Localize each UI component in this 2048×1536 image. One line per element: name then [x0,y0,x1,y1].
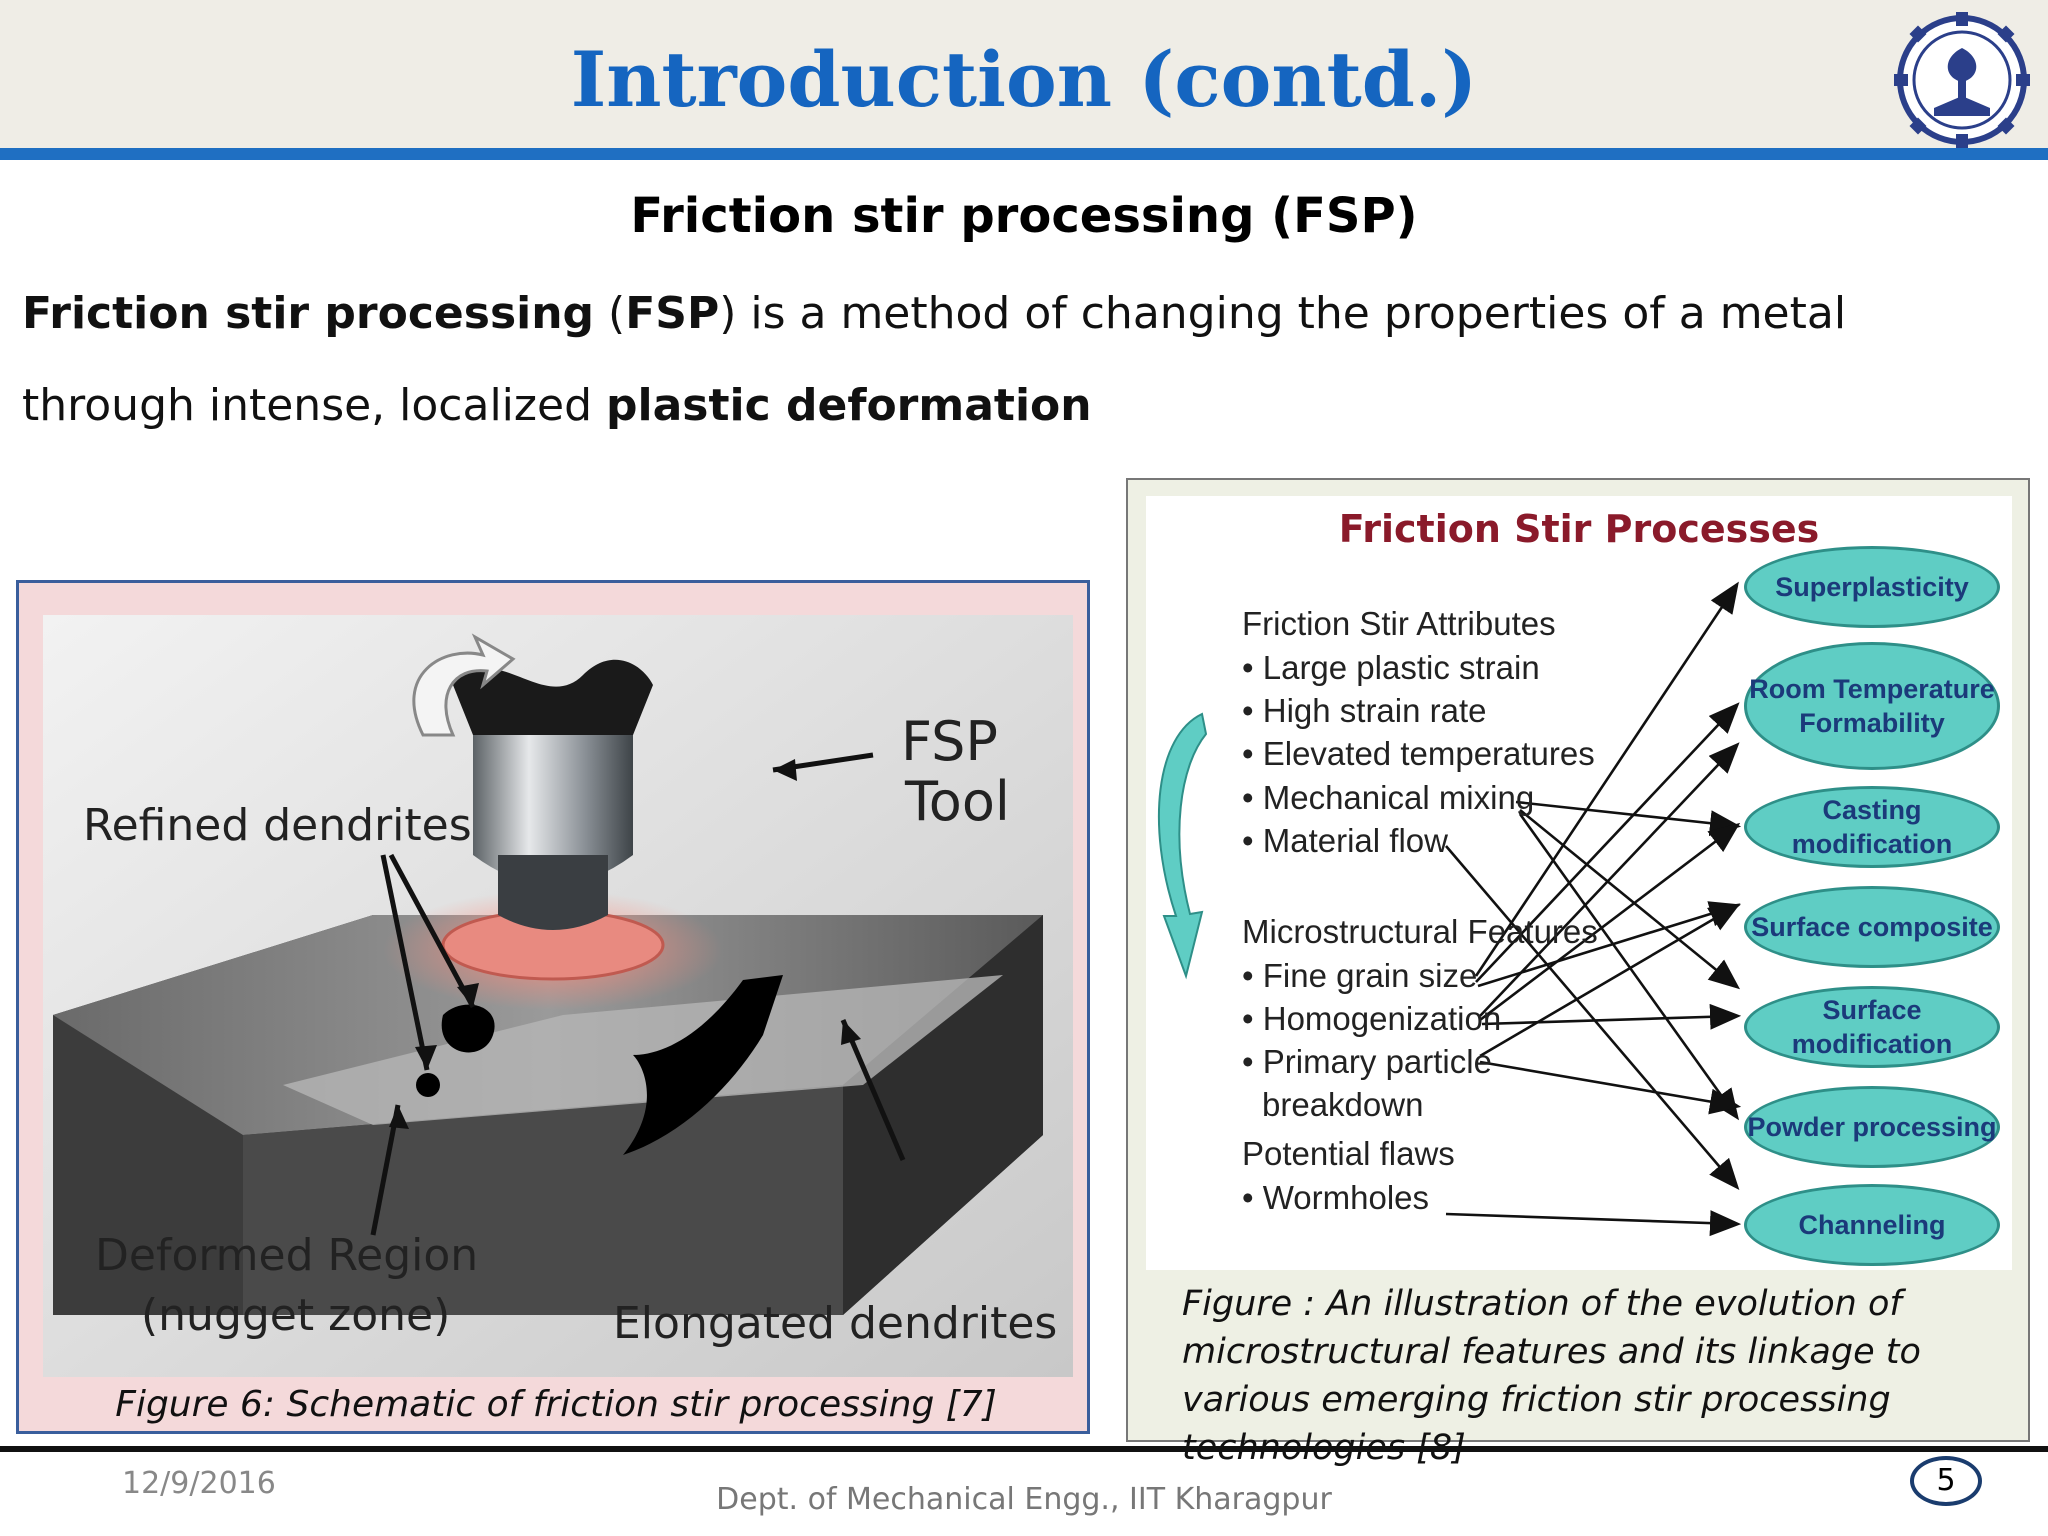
flaw-text: Wormholes [1262,1179,1430,1216]
fsp-schematic: Refined dendrites FSP Tool Deformed Regi… [43,615,1073,1377]
micro-text: Fine grain size [1262,957,1478,994]
figure-6: Refined dendrites FSP Tool Deformed Regi… [16,580,1090,1434]
attribute-text: Elevated temperatures [1262,735,1595,772]
node-channeling: Channeling [1744,1184,2000,1266]
label-nugget-zone: (nugget zone) [141,1290,450,1341]
figure-6-caption: Figure 6: Schematic of friction stir pro… [115,1384,997,1425]
label-elongated-dendrites: Elongated dendrites [613,1298,1057,1349]
label-refined-dendrites: Refined dendrites [83,800,472,851]
attribute-item: • High strain rate [1242,692,1487,729]
section-subtitle: Friction stir processing (FSP) [630,188,1418,244]
intro-text: ( [594,288,626,339]
node-powder-processing: Powder processing [1744,1086,2000,1168]
attribute-item: • Material flow [1242,822,1448,859]
micro-heading: Microstructural Features [1242,913,1598,950]
label-deformed-region: Deformed Region [95,1230,478,1281]
slide-header [0,0,2048,148]
flaws-heading: Potential flaws [1242,1135,1455,1172]
node-superplasticity: Superplasticity [1744,546,2000,628]
attribute-item: • Mechanical mixing [1242,779,1535,816]
footer-department: Dept. of Mechanical Engg., IIT Kharagpur [716,1482,1332,1517]
intro-text: ) is a method of changing the properties… [22,288,1847,431]
attributes-heading: Friction Stir Attributes [1242,605,1556,642]
micro-text: Primary particle [1262,1043,1492,1080]
attribute-item: • Elevated temperatures [1242,735,1595,772]
diagram-panel: Friction Stir Processes Friction Stir At… [1146,496,2012,1270]
flaw-item: • Wormholes [1242,1179,1430,1216]
micro-item: • Fine grain size [1242,957,1478,994]
attribute-text: Large plastic strain [1262,649,1540,686]
node-surface-composite: Surface composite [1744,886,2000,968]
footer-rule [0,1446,2048,1452]
page-number: 5 [1910,1456,1982,1506]
micro-item: • Primary particle [1242,1043,1492,1080]
node-surface-modification: Surface modification [1744,986,2000,1068]
intro-abbr: FSP [625,288,720,339]
diagram-arrows [1157,581,1742,1237]
diagram-title: Friction Stir Processes [1338,507,1820,551]
intro-term: Friction stir processing [22,288,595,339]
micro-text: Homogenization [1262,1000,1502,1037]
intro-emphasis: plastic deformation [606,380,1092,431]
attribute-item: • Large plastic strain [1242,649,1540,686]
micro-item: • Homogenization [1242,1000,1502,1037]
figure-8-caption: Figure : An illustration of the evolutio… [1182,1284,1921,1468]
label-tool: Tool [904,770,1010,833]
footer-date: 12/9/2016 [122,1466,276,1501]
label-fsp: FSP [901,710,998,773]
attribute-text: High strain rate [1262,692,1487,729]
attribute-text: Material flow [1262,822,1448,859]
slide-title: Introduction (contd.) [570,35,1478,124]
node-room-temperature-formability: Room Temperature Formability [1744,642,2000,770]
institute-logo-icon [1894,12,2030,148]
header-rule [0,148,2048,160]
node-casting-modification: Casting modification [1744,786,2000,868]
figure-friction-stir-processes: Friction Stir Processes Friction Stir At… [1126,478,2030,1468]
intro-paragraph: Friction stir processing (FSP) is a meth… [22,268,2032,452]
attribute-text: Mechanical mixing [1262,779,1535,816]
micro-item-continued: breakdown [1262,1086,1424,1123]
